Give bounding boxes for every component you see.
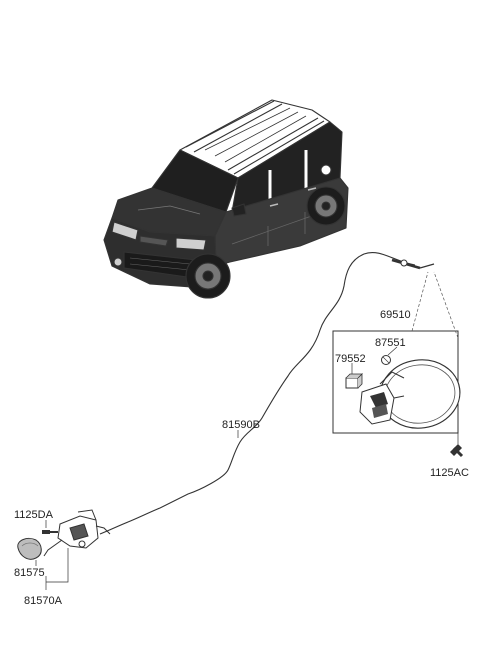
- label-1125AC: 1125AC: [430, 467, 469, 479]
- fuel-door-bumper: [345, 373, 363, 389]
- release-lever-assembly: [43, 509, 111, 557]
- label-81575: 81575: [14, 567, 45, 579]
- cable-end-tip: [419, 263, 435, 269]
- lever-cover: [17, 537, 42, 560]
- fuel-door-spring: [381, 355, 391, 365]
- label-81590B: 81590B: [222, 419, 260, 431]
- release-cable: [99, 252, 416, 535]
- label-69510: 69510: [380, 309, 411, 321]
- cable-clip: [400, 259, 408, 267]
- fuel-door-screw: [450, 444, 464, 458]
- lever-bolt: [42, 530, 58, 534]
- label-1125DA: 1125DA: [14, 509, 54, 521]
- fuel-door-hinge: [359, 371, 405, 425]
- label-79552: 79552: [335, 353, 366, 365]
- label-81570A: 81570A: [24, 595, 63, 607]
- label-87551: 87551: [375, 337, 406, 349]
- vehicle-illustration: [103, 99, 349, 299]
